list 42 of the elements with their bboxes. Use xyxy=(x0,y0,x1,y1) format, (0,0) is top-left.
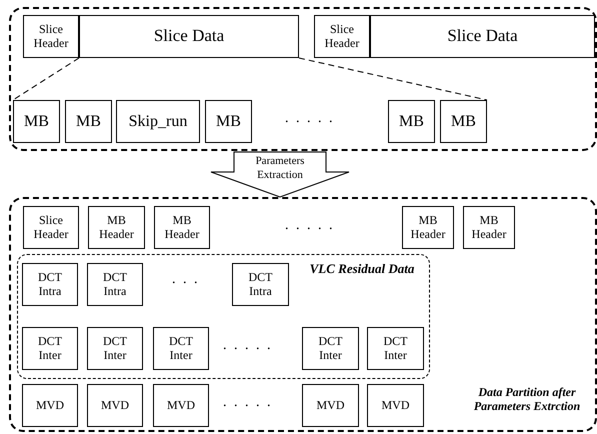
data-block: DCT Inter xyxy=(302,327,359,370)
ellipsis-dots: . . . . . xyxy=(285,111,334,127)
data-block: MB xyxy=(440,100,487,143)
data-block: Slice Data xyxy=(79,15,299,58)
data-block: MB Header xyxy=(154,206,210,249)
block-arrow xyxy=(210,152,350,198)
data-block: DCT Inter xyxy=(367,327,424,370)
data-block: DCT Intra xyxy=(22,263,78,306)
data-block: Skip_run xyxy=(116,100,200,143)
data-block: DCT Inter xyxy=(87,327,143,370)
group-title: VLC Residual Data xyxy=(308,261,416,277)
connector-line xyxy=(298,58,488,100)
data-block: DCT Intra xyxy=(87,263,143,306)
data-block: MB Header xyxy=(88,206,145,249)
dashed-frame xyxy=(17,254,430,379)
group-title: Data Partition after Parameters Extrction xyxy=(472,385,582,414)
data-block: MVD xyxy=(22,384,78,427)
data-block: MVD xyxy=(302,384,359,427)
connector-line xyxy=(12,58,80,100)
dashed-frame xyxy=(9,197,597,432)
data-block: MB xyxy=(65,100,112,143)
data-block: Slice Data xyxy=(370,15,595,58)
data-block: MB xyxy=(205,100,252,143)
data-block: MB xyxy=(13,100,60,143)
data-block: Slice Header xyxy=(23,206,79,249)
data-block: Slice Header xyxy=(314,15,370,58)
data-block: MB Header xyxy=(463,206,515,249)
ellipsis-dots: . . . xyxy=(172,272,200,288)
data-block: DCT Inter xyxy=(22,327,78,370)
data-block: MVD xyxy=(87,384,143,427)
data-block: DCT Intra xyxy=(232,263,289,306)
edge-label: Parameters Extraction xyxy=(254,155,306,182)
ellipsis-dots: . . . . . xyxy=(285,218,334,234)
data-block: MB xyxy=(388,100,435,143)
dashed-frame xyxy=(9,7,597,151)
data-block: MB Header xyxy=(402,206,454,249)
data-block: Slice Header xyxy=(23,15,79,58)
ellipsis-dots: . . . . . xyxy=(223,395,272,411)
data-block: MVD xyxy=(367,384,424,427)
data-block: MVD xyxy=(153,384,209,427)
ellipsis-dots: . . . . . xyxy=(223,338,272,354)
data-block: DCT Inter xyxy=(153,327,209,370)
